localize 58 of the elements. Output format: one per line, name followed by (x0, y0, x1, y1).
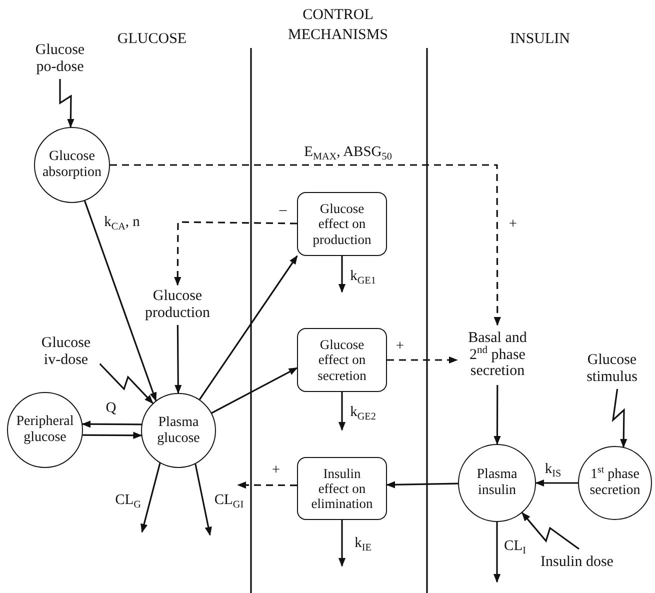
edge-label: k$_{CA}$, n (104, 214, 140, 230)
column-heading: GLUCOSE (117, 30, 187, 49)
edge-label: E$_{MAX}$, ABSG$_{50}$ (304, 144, 392, 160)
dashed-arrow (237, 481, 297, 489)
dashed-arrow (387, 356, 458, 364)
edge-label: – (279, 202, 287, 218)
arrow (194, 464, 212, 536)
node-text: Glucose effect on secretion (316, 337, 368, 383)
arrow (82, 432, 142, 439)
arrow (522, 512, 580, 550)
sign-label: + (508, 216, 518, 232)
arrow (198, 255, 298, 400)
node-label: Glucose production (130, 288, 225, 322)
arrow (493, 522, 501, 583)
column-heading: INSULIN (510, 30, 570, 49)
node-label: Glucose po-dose (29, 42, 91, 76)
edge-label: k$_{IE}$ (354, 536, 372, 550)
arrow (386, 481, 458, 488)
node-label: Glucose iv-dose (34, 335, 98, 369)
arrow (494, 385, 501, 445)
dashed-arrow (174, 221, 298, 286)
node-label: Insulin dose (536, 552, 618, 572)
arrow (338, 520, 346, 567)
arrow (535, 479, 578, 487)
arrow (82, 420, 142, 428)
column-heading: CONTROL MECHANISMS (286, 6, 390, 44)
arrow (84, 200, 157, 402)
edge-label: CL$_{GI}$ (214, 492, 244, 508)
process-box (297, 328, 387, 392)
arrow (99, 363, 154, 404)
edge-label: + (396, 338, 404, 354)
process-box (297, 192, 387, 256)
edge-label: CL$_{G}$ (115, 492, 141, 508)
node-text: Glucose absorption (41, 149, 103, 181)
arrow (612, 388, 628, 448)
edge-label: k$_{IS}$ (544, 462, 562, 476)
edge-label: k$_{GE2}$ (350, 404, 376, 420)
node-label: Basal and 2$^{nd}$ phase secretion (460, 328, 535, 382)
node-text: Plasma glucose (156, 414, 201, 446)
node-text: Insulin effect on elimination (310, 466, 374, 512)
edge-label: k$_{GE1}$ (350, 268, 376, 284)
arrow (59, 79, 74, 128)
node-text: 1$^{st}$ phase secretion (588, 467, 642, 499)
arrow (338, 392, 346, 431)
process-circle (141, 393, 216, 468)
node-text: Peripheral glucose (15, 414, 75, 446)
arrow (211, 367, 298, 414)
edge-label: CL$_{I}$ (504, 538, 526, 554)
node-text: Plasma insulin (476, 467, 518, 499)
edge-label: + (272, 462, 280, 478)
node-label: Glucose stimulus (572, 352, 652, 386)
node-text: Glucose effect on production (312, 201, 372, 247)
arrow (140, 462, 161, 533)
dashed-arrow (110, 164, 501, 326)
edge-label: Q (106, 400, 116, 416)
arrow (174, 325, 182, 394)
arrow (338, 256, 346, 293)
process-box (297, 457, 387, 520)
